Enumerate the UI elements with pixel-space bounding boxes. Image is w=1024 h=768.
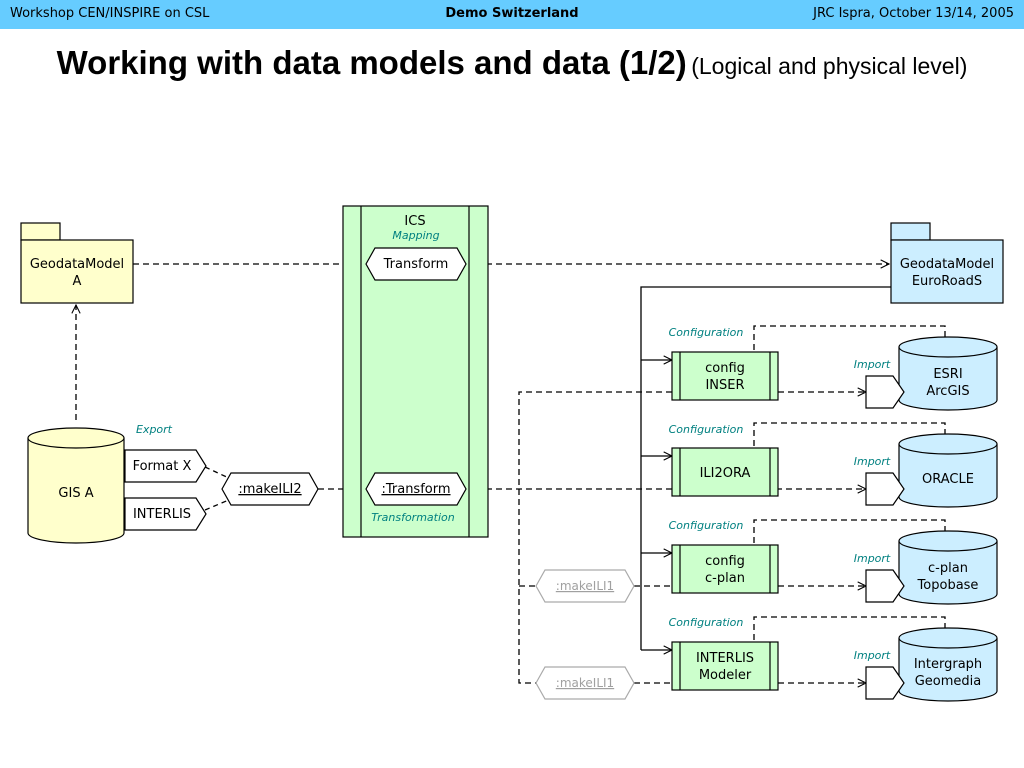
transformation-label: Transformation — [371, 511, 455, 524]
configuration-label-3: Configuration — [669, 519, 744, 532]
tool-config-inser: config INSER — [671, 351, 779, 401]
geodatamodel-a-package: GeodataModel A — [20, 222, 134, 304]
import-port-2 — [865, 472, 905, 506]
makeili1-label-2: :makeILI1 — [556, 676, 614, 690]
header-center-text: Demo Switzerland — [445, 6, 579, 21]
export-label: Export — [136, 423, 173, 436]
tool-3-line1: config — [705, 554, 745, 569]
makeili2-label: :makeILI2 — [238, 482, 301, 497]
tool-4-line1: INTERLIS — [696, 651, 754, 666]
db-1-line1: ESRI — [933, 367, 962, 382]
geodatamodel-euro-line1: GeodataModel — [900, 257, 994, 272]
db-oracle: ORACLE — [865, 433, 998, 508]
connectors — [76, 264, 945, 683]
db-4-line2: Geomedia — [915, 674, 982, 689]
db-intergraph-geomedia: Intergraph Geomedia — [865, 627, 998, 702]
title-main: Working with data models and data (1/2) — [56, 44, 687, 81]
header-bar: Workshop CEN/INSPIRE on CSL Demo Switzer… — [0, 0, 1024, 29]
tool-3-line2: c-plan — [705, 571, 745, 586]
geodatamodel-euroroads-package: GeodataModel EuroRoadS — [890, 222, 1004, 304]
db-1-line2: ArcGIS — [926, 384, 969, 399]
formatx-to-makeili2-link — [204, 466, 232, 480]
db-4-line1: Intergraph — [914, 657, 982, 672]
makeili2-node: :makeILI2 — [221, 472, 319, 506]
tool-2-line1: ILI2ORA — [700, 466, 751, 481]
makeili1-node-1: :makeILI1 — [535, 569, 635, 603]
transform-instance-label: :Transform — [381, 482, 450, 497]
db-esri-arcgis: ESRI ArcGIS — [865, 336, 998, 411]
import-label-4: Import — [854, 649, 891, 662]
tool-4-line2: Modeler — [699, 668, 752, 683]
format-x-port: Format X — [124, 449, 207, 483]
header-right-text: JRC Ispra, October 13/14, 2005 — [813, 6, 1014, 21]
title-sub: (Logical and physical level) — [691, 53, 968, 79]
tool-interlis-modeler: INTERLIS Modeler — [671, 641, 779, 691]
import-port-1 — [865, 375, 905, 409]
tool-1-line2: INSER — [705, 378, 744, 393]
import-label-3: Import — [854, 552, 891, 565]
transform-label: Transform — [383, 257, 449, 272]
makeili-dashed-bus — [518, 391, 672, 684]
import-label-1: Import — [854, 358, 891, 371]
db-cplan-topobase: c-plan Topobase — [865, 530, 998, 605]
interlis-to-makeili2-link — [204, 498, 232, 511]
tool-config-cplan: config c-plan — [671, 544, 779, 594]
makeili1-label-1: :makeILI1 — [556, 579, 614, 593]
euro-to-tools-bus — [640, 286, 891, 650]
tool-1-line1: config — [705, 361, 745, 376]
configuration-label-4: Configuration — [669, 616, 744, 629]
slide-title: Working with data models and data (1/2) … — [0, 44, 1024, 82]
configuration-label-2: Configuration — [669, 423, 744, 436]
import-port-3 — [865, 569, 905, 603]
makeili1-node-2: :makeILI1 — [535, 666, 635, 700]
tool-ili2ora: ILI2ORA — [671, 447, 779, 497]
configuration-label-1: Configuration — [669, 326, 744, 339]
ics-title: ICS — [404, 214, 425, 229]
interlis-port-label: INTERLIS — [133, 507, 191, 522]
geodatamodel-a-line1: GeodataModel — [30, 257, 124, 272]
transform-instance-node: :Transform — [365, 472, 467, 506]
import-label-2: Import — [854, 455, 891, 468]
db-2-line1: ORACLE — [922, 472, 974, 487]
format-x-label: Format X — [133, 459, 192, 474]
geodatamodel-a-line2: A — [73, 274, 82, 289]
interlis-port: INTERLIS — [124, 497, 207, 531]
transform-class-node: Transform — [365, 247, 467, 281]
geodatamodel-euro-line2: EuroRoadS — [912, 274, 982, 289]
mapping-label: Mapping — [392, 229, 439, 242]
gis-a-label: GIS A — [58, 486, 93, 501]
db-3-line2: Topobase — [917, 578, 979, 593]
db-3-line1: c-plan — [928, 561, 968, 576]
gis-a-cylinder: GIS A — [27, 427, 125, 544]
header-left-text: Workshop CEN/INSPIRE on CSL — [10, 6, 210, 21]
import-port-4 — [865, 666, 905, 700]
